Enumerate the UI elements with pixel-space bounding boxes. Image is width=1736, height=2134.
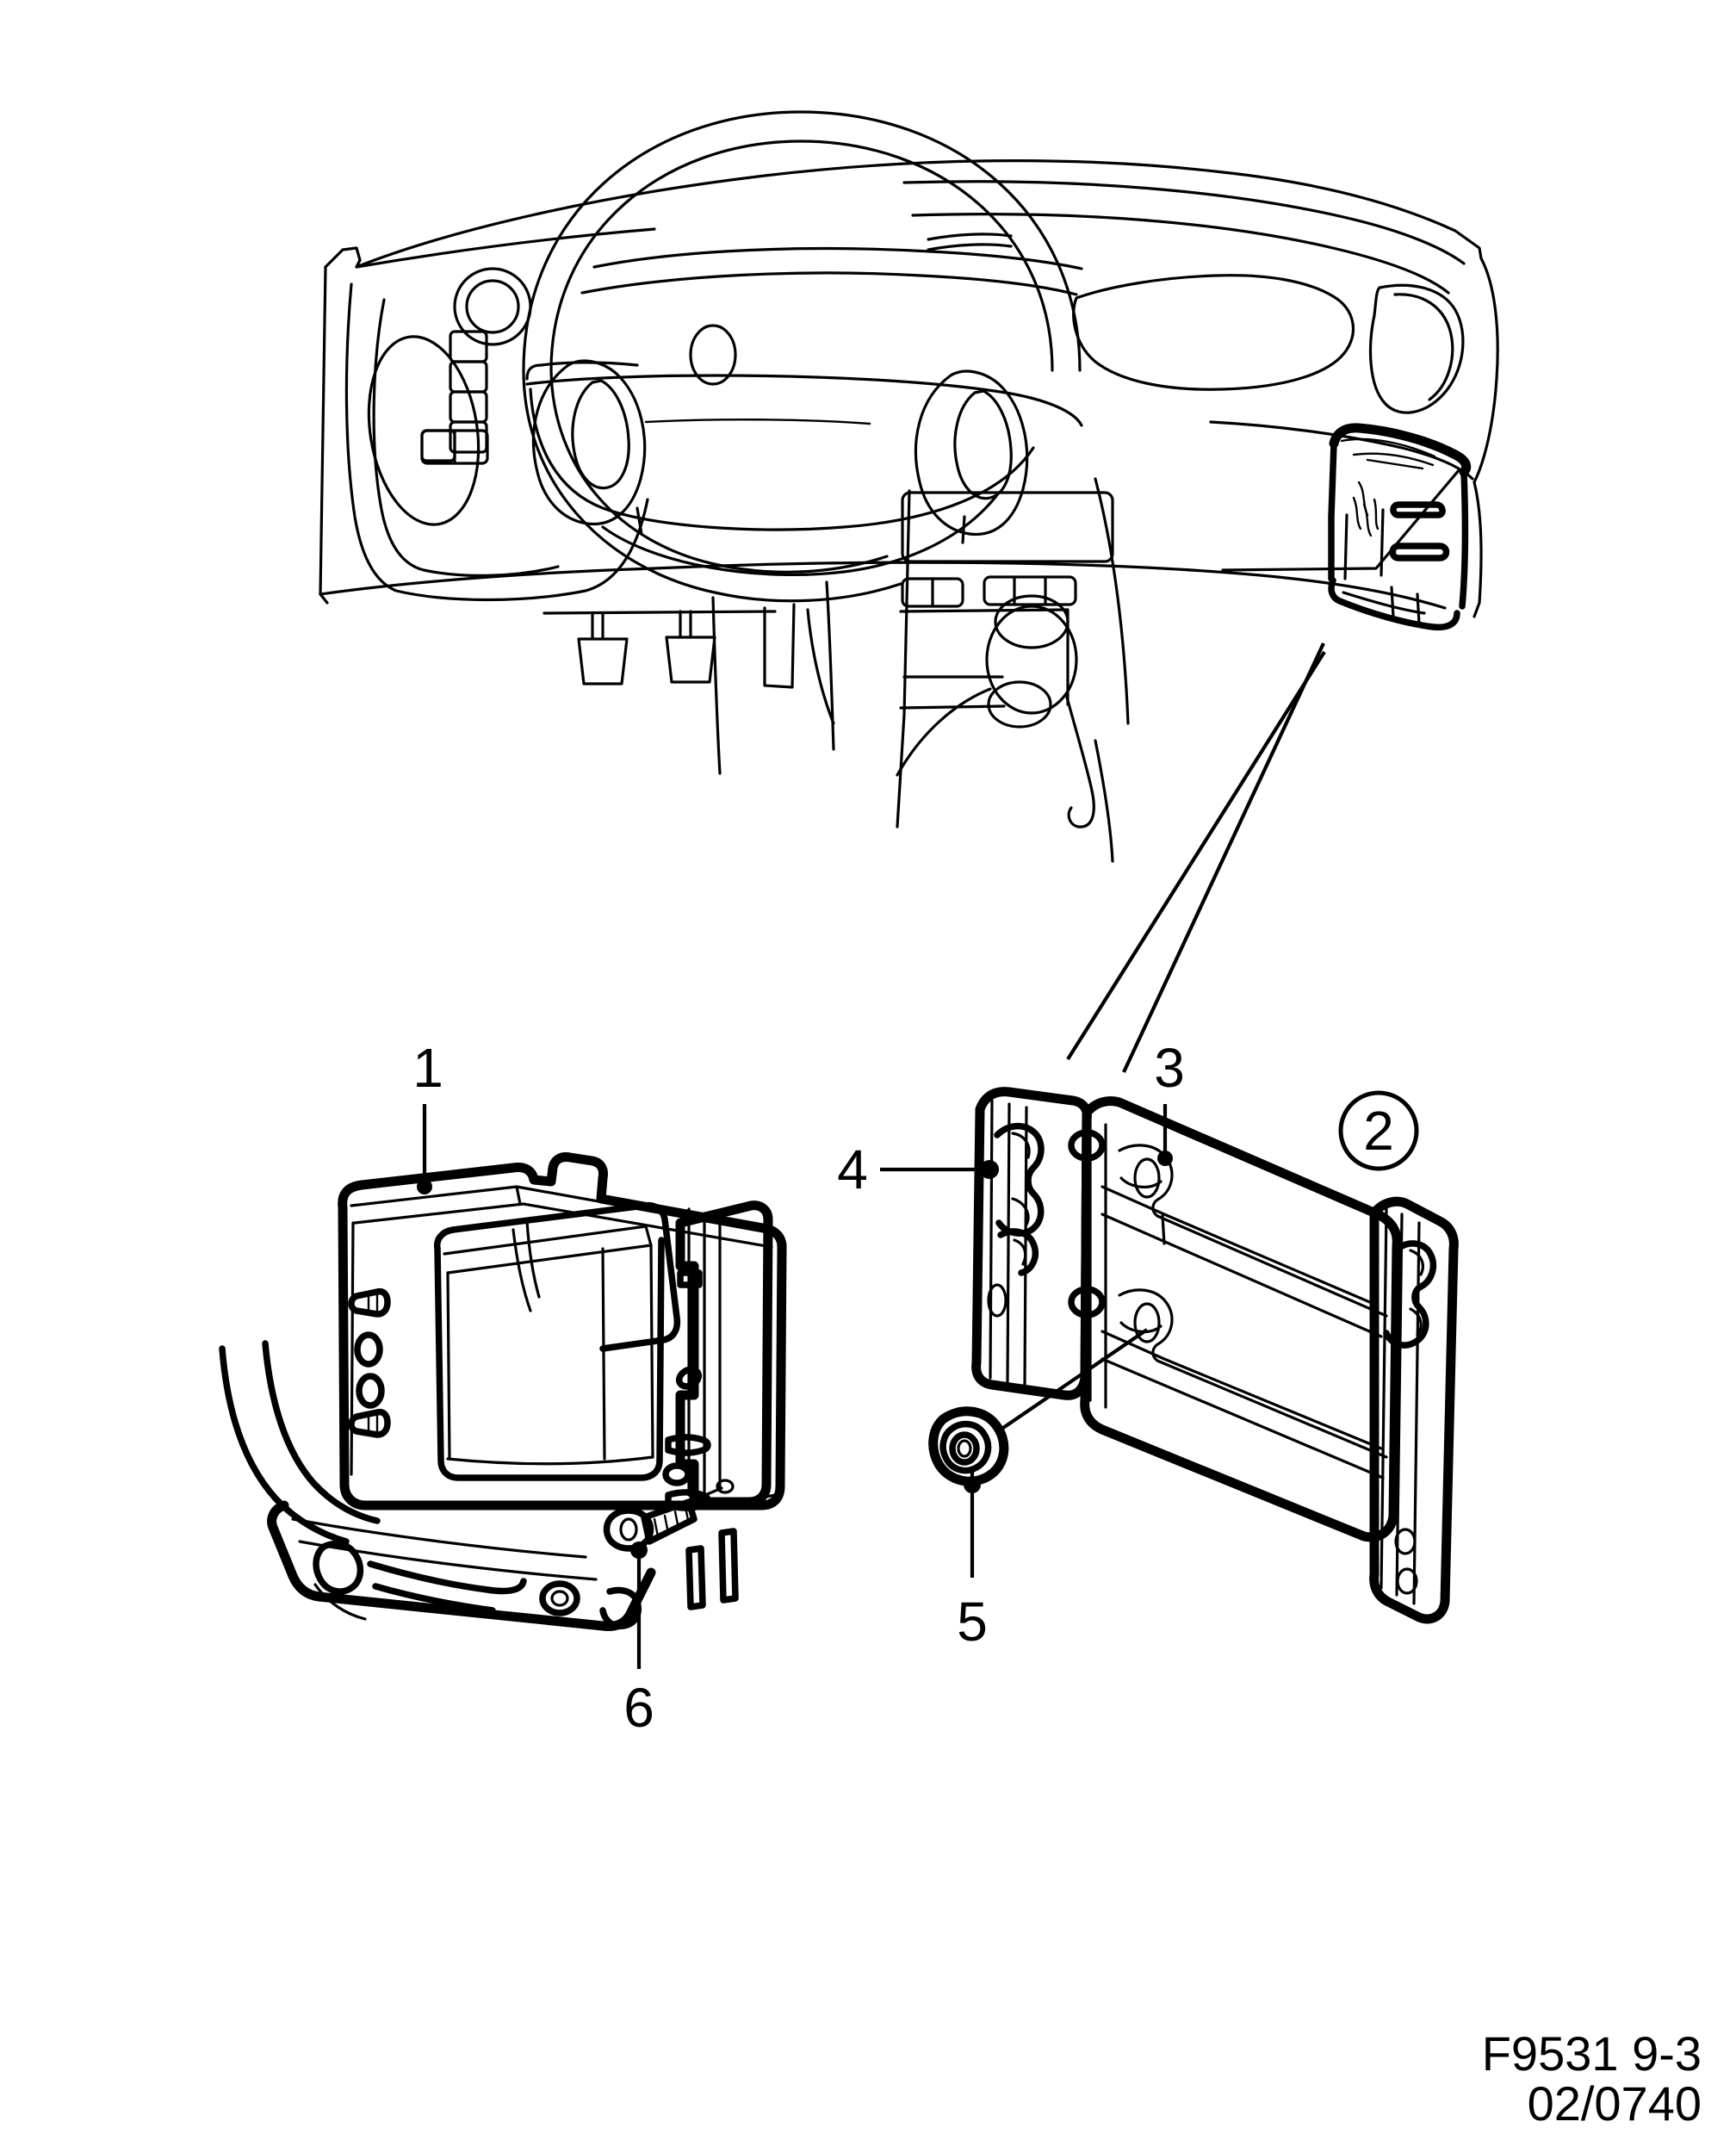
accelerator-pedal — [763, 603, 796, 689]
centre-console-buttons[interactable] — [901, 575, 1077, 608]
bracket-retaining-clip — [994, 1122, 1045, 1237]
dash-mid-crease — [1209, 420, 1474, 481]
callout-2-label: 2 — [1363, 1100, 1394, 1162]
callout-5-leader-dot — [964, 1476, 981, 1493]
callout-2-ring — [1338, 1090, 1419, 1171]
instrument-cluster-binnacle — [344, 267, 649, 602]
radio-display-panel[interactable] — [901, 491, 1114, 563]
steering-wheel — [522, 110, 1083, 775]
callout-1-label: 1 — [412, 1037, 443, 1099]
assembly-reference-leaders — [1066, 642, 1326, 1073]
footer: F9531 9-3 02/0740 — [1482, 2026, 1702, 2131]
callout-3-leader-dot — [1157, 1151, 1173, 1166]
mounted-module-location — [1221, 423, 1472, 631]
control-module-assembly — [219, 1152, 787, 1631]
callout-3: 3 — [1154, 1037, 1185, 1166]
callout-6: 6 — [623, 1542, 654, 1739]
reference-code: F9531 9-3 — [1482, 2026, 1702, 2081]
bracket-lower-arm — [1100, 1288, 1388, 1480]
far-right-air-vent — [1368, 283, 1465, 414]
callout-5: 5 — [957, 1467, 988, 1653]
callout-4-label: 4 — [837, 1138, 868, 1200]
module-connector-pins — [348, 1287, 391, 1438]
dash-right-edge — [1472, 481, 1483, 618]
module-mounting-plate — [662, 1200, 777, 1610]
brake-pedal — [665, 610, 716, 684]
gear-shift-lever — [896, 594, 1114, 863]
callout-4-leader-dot — [980, 1160, 999, 1179]
bracket-right-rail — [1369, 1196, 1459, 1624]
callout-2: 2 — [1338, 1090, 1419, 1171]
callout-4: 4 — [837, 1138, 999, 1200]
callout-layer: 1 2 3 4 5 — [412, 1037, 1419, 1739]
dashboard-overview-view — [319, 110, 1499, 863]
module-wiring-harness — [219, 1340, 381, 1545]
rail-clip — [1383, 1240, 1437, 1349]
callout-1-leader-dot — [417, 1179, 432, 1194]
callout-6-label: 6 — [623, 1677, 654, 1739]
callout-3-label: 3 — [1154, 1037, 1185, 1099]
revision-code: 02/0740 — [1528, 2076, 1702, 2131]
module-front-housing — [433, 1201, 681, 1481]
centre-air-vent — [927, 233, 1013, 251]
right-air-vent — [1072, 274, 1355, 391]
callout-6-leader-dot — [630, 1542, 648, 1559]
clutch-pedal — [577, 611, 629, 685]
pedal-cluster — [542, 603, 835, 725]
lower-switch-pair[interactable] — [420, 429, 489, 465]
callout-5-label: 5 — [957, 1591, 988, 1653]
bracket-clip-lower — [997, 1228, 1039, 1276]
centre-console — [896, 477, 1130, 828]
bracket-upper-arm — [1100, 1144, 1388, 1338]
module-mounting-screw — [603, 1479, 735, 1552]
mounting-bracket — [971, 1087, 1459, 1624]
switch-bank[interactable] — [420, 330, 488, 462]
dash-lower-edge-right — [1238, 572, 1447, 610]
dash-lower-edge — [653, 561, 1242, 575]
callout-1: 1 — [412, 1037, 443, 1194]
module-base-bracket — [267, 1500, 656, 1631]
flange-nut — [928, 1328, 1149, 1486]
